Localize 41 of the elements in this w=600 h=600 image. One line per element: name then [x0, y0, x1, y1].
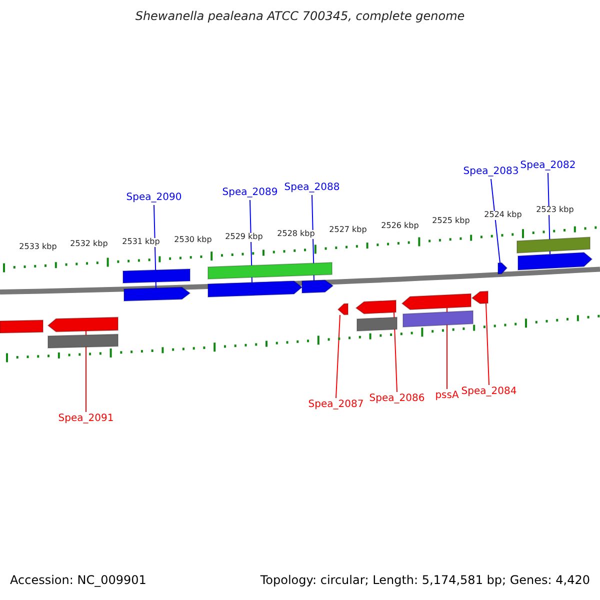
gene-feature: [518, 252, 593, 271]
gene-feature: [208, 262, 332, 280]
gene-label: Spea_2091: [58, 413, 114, 424]
gene-feature: [0, 320, 44, 334]
diagram-title: Shewanella pealeana ATCC 700345, complete genome: [135, 10, 465, 24]
gene-label: Spea_2089: [222, 187, 278, 198]
scale-label: 2529 kbp: [225, 233, 263, 242]
gene-feature: [355, 300, 396, 314]
gene-label: Spea_2084: [461, 386, 517, 397]
scale-label: 2525 kbp: [432, 217, 470, 226]
gene-feature: [498, 262, 508, 275]
gene-feature: [47, 316, 118, 332]
genome-info-text: Topology: circular; Length: 5,174,581 bp; Genes: 4,420: [260, 574, 590, 588]
leader-line: [336, 314, 340, 398]
scale-label: 2533 kbp: [19, 243, 57, 252]
scale-label: 2530 kbp: [174, 236, 212, 245]
gene-label: Spea_2082: [520, 160, 576, 171]
gene-feature: [122, 268, 190, 284]
gene-label: Spea_2090: [126, 192, 182, 203]
scale-label: 2524 kbp: [484, 211, 522, 220]
scale-label: 2527 kbp: [329, 226, 367, 235]
scale-label: 2531 kbp: [122, 238, 160, 247]
gene-feature: [356, 316, 398, 332]
genome-info-text: Accession: NC_009901: [10, 574, 146, 588]
gene-label: pssA: [435, 390, 459, 401]
leader-line: [486, 302, 490, 386]
gene-label: Spea_2083: [463, 166, 519, 177]
gene-feature: [124, 286, 191, 302]
gene-label: Spea_2087: [308, 399, 364, 410]
gene-feature: [471, 290, 488, 304]
gene-feature: [337, 303, 348, 316]
scale-label: 2528 kbp: [277, 230, 315, 239]
scale-label: 2532 kbp: [70, 240, 108, 249]
scale-label: 2523 kbp: [536, 206, 574, 215]
leader-line: [490, 178, 500, 264]
gene-label: Spea_2088: [284, 182, 340, 193]
gene-feature: [516, 236, 590, 254]
gene-feature: [48, 334, 118, 349]
gene-feature: [402, 310, 474, 328]
scale-label: 2526 kbp: [381, 222, 419, 231]
gene-label: Spea_2086: [369, 393, 425, 404]
